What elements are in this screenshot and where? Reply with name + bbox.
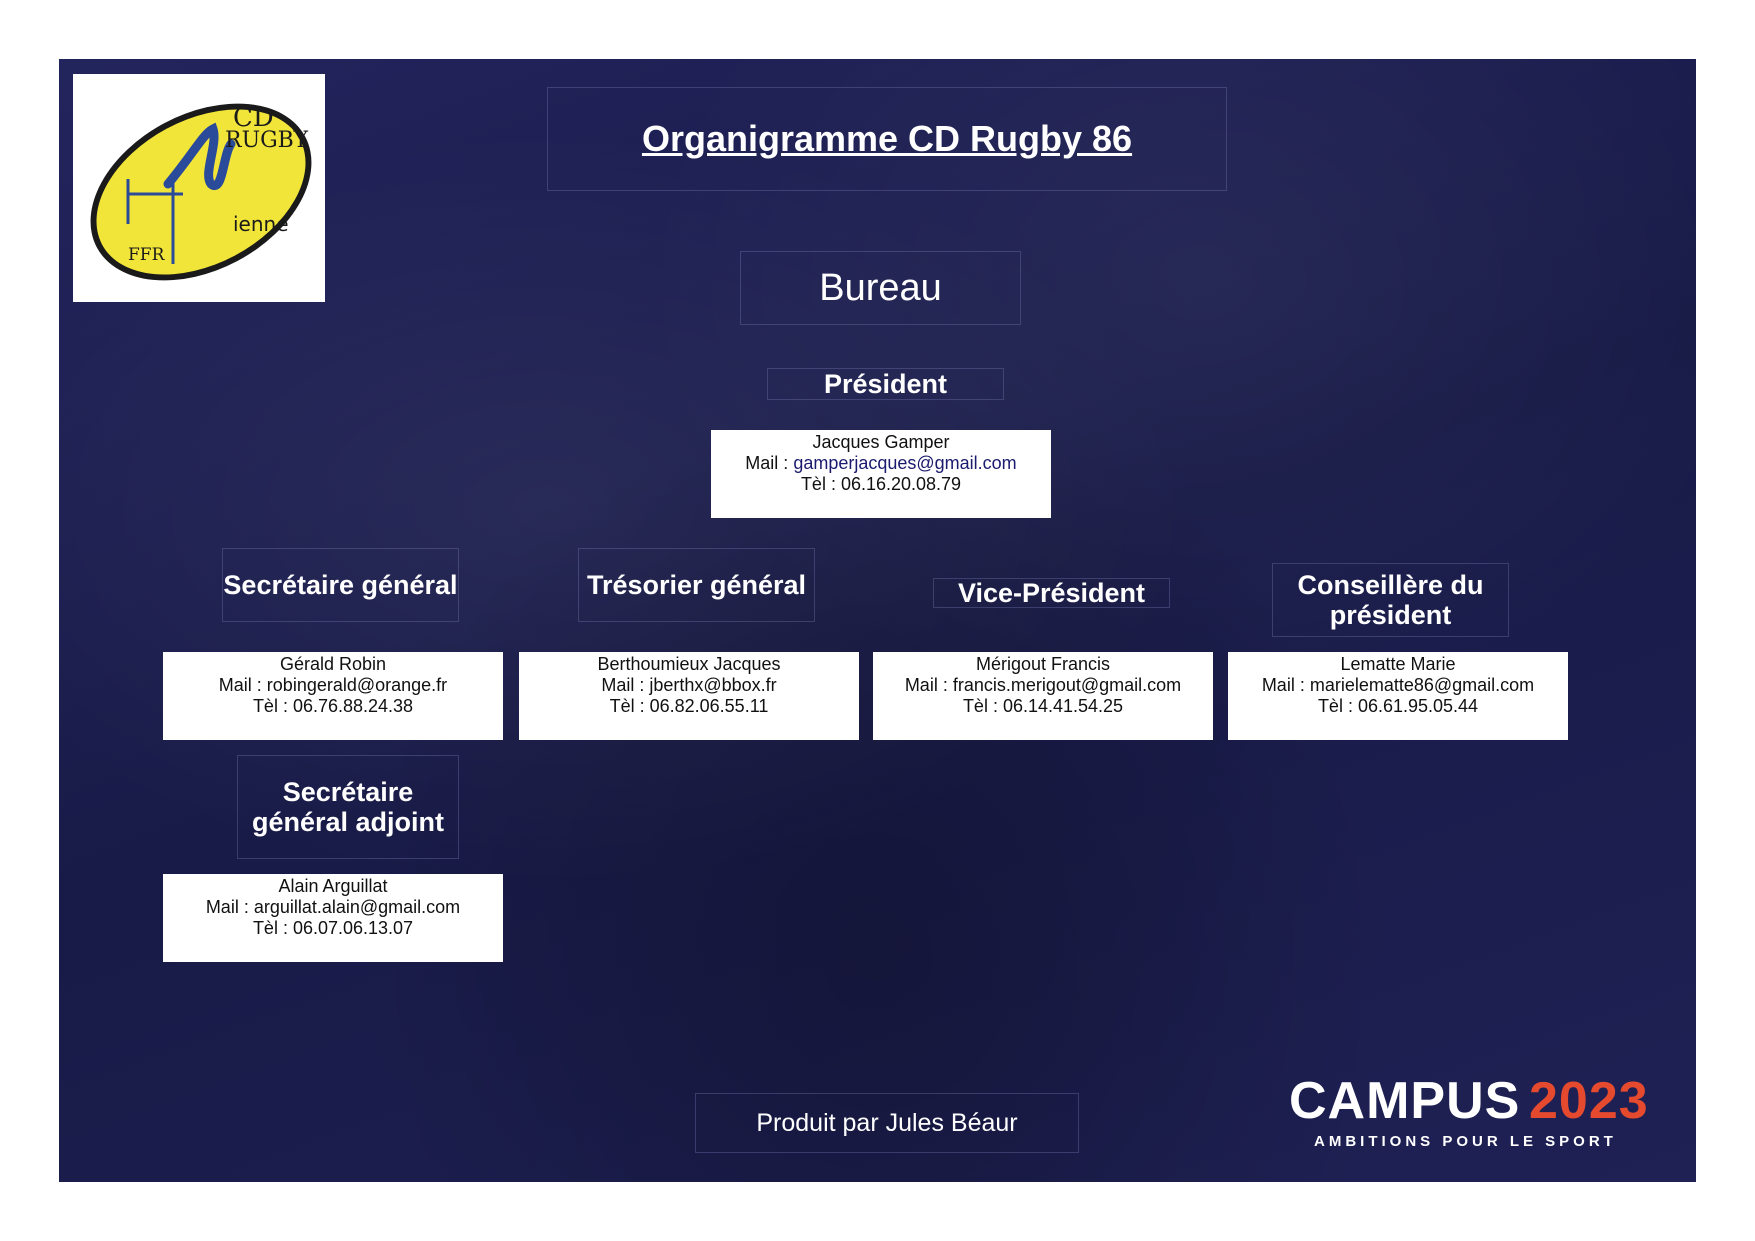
role-frame <box>237 755 459 859</box>
member-card-secretaire: Gérald Robin Mail : robingerald@orange.f… <box>163 652 503 740</box>
member-card-vice-president: Mérigout Francis Mail : francis.merigout… <box>873 652 1213 740</box>
member-mail[interactable]: Mail : robingerald@orange.fr <box>218 675 448 695</box>
brand-word: CAMPUS <box>1289 1072 1521 1130</box>
member-phone: Tèl : 06.61.95.05.44 <box>1317 696 1479 716</box>
president-card: Jacques Gamper Mail : gamperjacques@gmai… <box>711 430 1051 518</box>
svg-text:FFR: FFR <box>128 245 166 265</box>
role-frame <box>578 548 815 622</box>
member-role-conseillere: Conseillère du président <box>1297 570 1484 630</box>
title-frame <box>547 87 1227 191</box>
president-role: Président <box>823 369 948 399</box>
member-mail[interactable]: Mail : arguillat.alain@gmail.com <box>205 897 461 917</box>
president-name: Jacques Gamper <box>812 432 950 452</box>
member-name: Gérald Robin <box>279 654 387 674</box>
org-chart-slide: CD RUGBY ienne FFR Organigramme CD Rugby… <box>59 59 1696 1182</box>
brand-year: 2023 <box>1529 1072 1649 1130</box>
member-name: Lematte Marie <box>1340 654 1456 674</box>
president-mail-line: Mail : gamperjacques@gmail.com <box>711 453 1051 474</box>
role-frame <box>222 548 459 622</box>
section-heading: Bureau <box>819 266 942 309</box>
svg-text:CD: CD <box>233 103 274 133</box>
role-frame <box>933 578 1170 608</box>
president-role-frame <box>767 368 1004 400</box>
member-role-secretaire: Secrétaire général <box>223 570 458 600</box>
campus-2023-logo: CAMPUS 2023 AMBITIONS POUR LE SPORT <box>1289 1071 1659 1151</box>
member-role-secretaire-adjoint: Secrétaire général adjoint <box>251 777 445 837</box>
rugby-ball-logo-icon: CD RUGBY ienne FFR <box>90 103 312 281</box>
member-card-conseillere: Lematte Marie Mail : marielematte86@gmai… <box>1228 652 1568 740</box>
member-name: Alain Arguillat <box>278 876 388 896</box>
credit-text: Produit par Jules Béaur <box>756 1108 1018 1137</box>
member-role-tresorier: Trésorier général <box>586 570 807 600</box>
member-role-vice-president: Vice-Président <box>957 578 1146 608</box>
member-name: Mérigout Francis <box>975 654 1111 674</box>
credit-frame <box>695 1093 1079 1153</box>
member-card-tresorier: Berthoumieux Jacques Mail : jberthx@bbox… <box>519 652 859 740</box>
svg-text:RUGBY: RUGBY <box>225 128 308 153</box>
member-phone: Tèl : 06.82.06.55.11 <box>609 696 769 716</box>
page-title: Organigramme CD Rugby 86 <box>641 118 1133 159</box>
member-mail[interactable]: Mail : francis.merigout@gmail.com <box>904 675 1182 695</box>
brand-tagline: AMBITIONS POUR LE SPORT <box>1314 1133 1617 1150</box>
member-mail[interactable]: Mail : marielematte86@gmail.com <box>1261 675 1535 695</box>
mail-label: Mail : <box>745 453 794 473</box>
member-phone: Tèl : 06.07.06.13.07 <box>252 918 414 938</box>
section-frame <box>740 251 1021 325</box>
member-mail[interactable]: Mail : jberthx@bbox.fr <box>601 675 777 695</box>
role-frame <box>1272 563 1509 637</box>
president-phone: Tèl : 06.16.20.08.79 <box>800 474 962 494</box>
member-phone: Tèl : 06.76.88.24.38 <box>252 696 414 716</box>
member-name: Berthoumieux Jacques <box>597 654 781 674</box>
cd-rugby-86-logo: CD RUGBY ienne FFR <box>73 74 325 302</box>
svg-text:ienne: ienne <box>233 212 289 236</box>
member-card-secretaire-adjoint: Alain Arguillat Mail : arguillat.alain@g… <box>163 874 503 962</box>
president-mail-link[interactable]: gamperjacques@gmail.com <box>793 453 1017 473</box>
member-phone: Tèl : 06.14.41.54.25 <box>962 696 1124 716</box>
